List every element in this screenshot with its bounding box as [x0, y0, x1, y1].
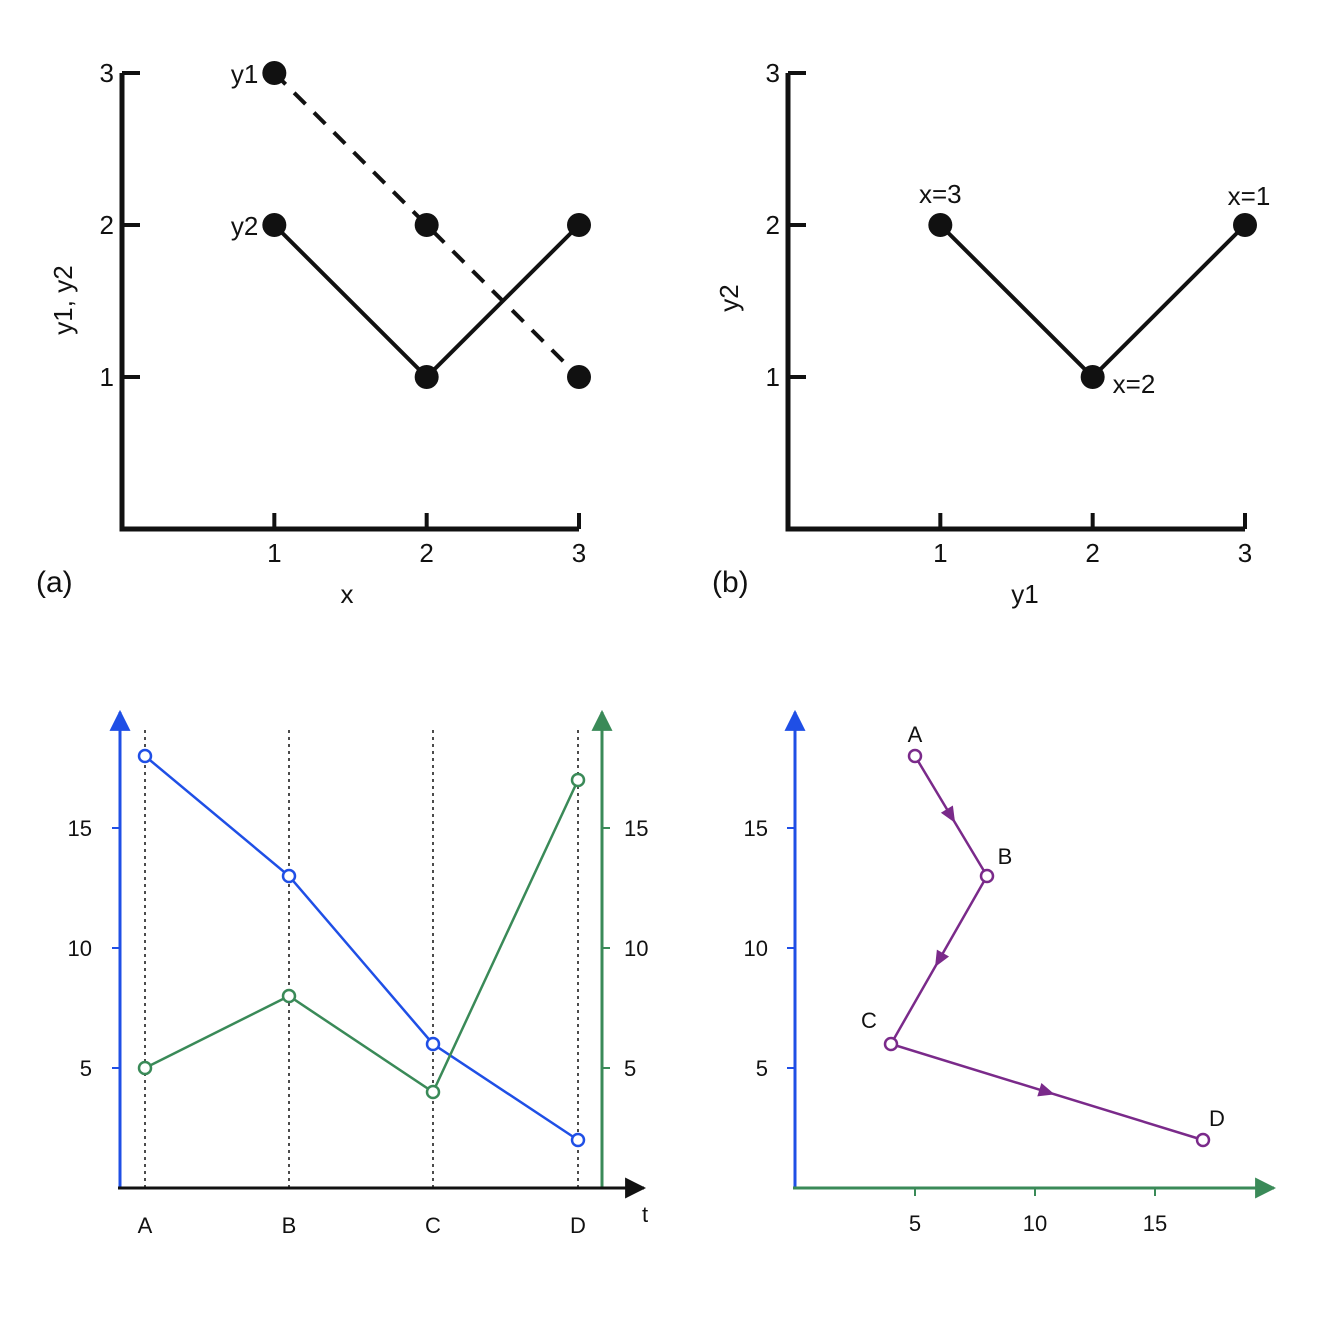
panel-c-line-right [144, 779, 580, 1094]
panel-a-point-y1 [414, 213, 439, 237]
panel-b-ytick-label: 3 [766, 58, 780, 88]
panel-d-direction-arrow [935, 949, 950, 967]
panel-a-ytick-label: 3 [100, 58, 114, 88]
panel-b-line [938, 223, 1247, 380]
panel-d-xtick-label: 15 [1143, 1211, 1167, 1236]
panel-a-ytick-label: 1 [100, 362, 114, 392]
panel-d-direction-arrow [1037, 1082, 1055, 1097]
panel-a-line-y1 [272, 71, 581, 379]
panel-d-ytick-label: 5 [756, 1056, 768, 1081]
panel-c-point-left [570, 1132, 586, 1148]
panel-c-category-label: A [138, 1213, 153, 1238]
panel-a-line-y2 [272, 223, 581, 380]
panel-d-point [907, 748, 923, 764]
panel-c-left-tick-label: 5 [80, 1056, 92, 1081]
panel-a-xtick-label: 2 [419, 538, 433, 568]
panel-b-point [1233, 213, 1257, 237]
panel-b-xtick-label: 3 [1238, 538, 1252, 568]
panel-d-point-label: D [1209, 1106, 1225, 1131]
panel-c-right-tick-label: 10 [624, 936, 648, 961]
panel-b-point-label: x=3 [919, 179, 962, 209]
panel-a-point-y2 [414, 365, 439, 389]
panel-a-point-y1 [567, 365, 591, 389]
panel-c-category-label: B [282, 1213, 297, 1238]
panel-a-xlabel: x [341, 579, 354, 609]
panel-d-point-label: A [908, 722, 923, 747]
panel-c-point-right [570, 772, 586, 788]
panel-b-label: (b) [712, 566, 749, 599]
panel-c-line-left [144, 755, 579, 1142]
panel-d-point [979, 868, 995, 884]
panel-a-point-y2 [567, 213, 591, 237]
panel-c-point-left [137, 748, 153, 764]
panel-b-point-label: x=2 [1113, 369, 1156, 399]
panel-c-category-label: D [570, 1213, 586, 1238]
panel-d-direction-arrow [940, 805, 956, 823]
panel-b-point-label: x=1 [1228, 181, 1271, 211]
panel-a-series-label: y2 [231, 211, 258, 241]
panel-c-point-right [425, 1084, 441, 1100]
panel-a: 1 2 3 1 2 3 y1 y2 [100, 58, 591, 568]
panel-d-ytick-label: 15 [744, 816, 768, 841]
panel-d-xtick-label: 10 [1023, 1211, 1047, 1236]
panel-b: 1 2 3 1 2 3 x=3 x=2 x=1 [766, 58, 1271, 568]
panel-b-xlabel: y1 [1011, 579, 1038, 609]
panel-b-xtick-label: 2 [1085, 538, 1099, 568]
panel-c-point-right [137, 1060, 153, 1076]
panel-a-label: (a) [36, 566, 73, 599]
panel-d-path [889, 755, 1204, 1142]
panel-b-point [928, 213, 953, 237]
panel-c-category-label: C [425, 1213, 441, 1238]
panel-c-left-tick-label: 15 [68, 816, 92, 841]
panel-c-point-right [281, 988, 297, 1004]
panel-b-point [1080, 365, 1105, 389]
panel-b-xtick-label: 1 [933, 538, 947, 568]
panel-a-ylabel: y1, y2 [48, 265, 78, 334]
panel-d-point-label: C [861, 1008, 877, 1033]
panel-b-ytick-label: 2 [766, 210, 780, 240]
panel-a-point-y1 [262, 61, 287, 85]
panel-a-point-y2 [262, 213, 287, 237]
panel-c-xlabel: t [642, 1202, 648, 1227]
panel-a-xtick-label: 1 [267, 538, 281, 568]
panel-d-ytick-label: 10 [744, 936, 768, 961]
panel-c-right-tick-label: 5 [624, 1056, 636, 1081]
panel-c-left-tick-label: 10 [68, 936, 92, 961]
panel-d-point-label: B [998, 844, 1013, 869]
panel-c-point-left [425, 1036, 441, 1052]
panel-b-ytick-label: 1 [766, 362, 780, 392]
panel-d-point [883, 1036, 899, 1052]
panel-a-ytick-label: 2 [100, 210, 114, 240]
panel-c-point-left [281, 868, 297, 884]
panel-c-right-tick-label: 15 [624, 816, 648, 841]
panel-a-series-label: y1 [231, 59, 258, 89]
panel-d-point [1195, 1132, 1211, 1148]
panel-c: A B C D 5 5 10 10 15 15 [68, 709, 648, 1238]
panel-a-xtick-label: 3 [572, 538, 586, 568]
panel-b-ylabel: y2 [714, 284, 744, 311]
panel-d-xtick-label: 5 [909, 1211, 921, 1236]
panel-d: 5 10 15 5 10 15 A B C D [744, 709, 1277, 1236]
